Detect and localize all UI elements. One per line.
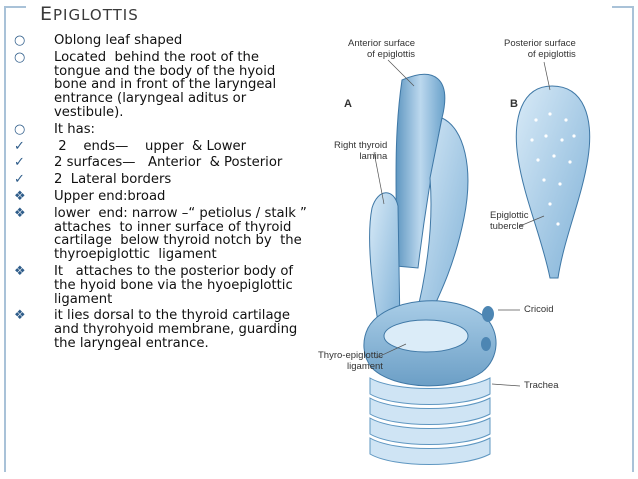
epiglottis-lateral-view — [363, 73, 497, 465]
slide-frame-left — [4, 6, 6, 472]
check-bullet-icon: ✓ — [14, 138, 25, 154]
bullet-text: lower end: narrow –“ petiolus / stalk ” … — [54, 205, 312, 263]
bullet-item: ○ It has: — [8, 121, 308, 137]
bullet-text: 2 surfaces— Anterior & Posterior — [54, 155, 283, 171]
bullet-text: it lies dorsal to the thyroid cartilage … — [54, 308, 302, 351]
anatomy-drawing — [363, 59, 591, 465]
label-trachea: Trachea — [524, 380, 559, 391]
label-view-a: A — [344, 98, 352, 110]
bullet-text: 2 ends— upper & Lower — [54, 138, 247, 154]
slide-title-rest: PIGLOTTIS — [53, 6, 139, 24]
label-view-b: B — [510, 98, 518, 110]
label-anterior-surface: Anterior surface of epiglottis — [348, 38, 416, 60]
bullet-item: ✓ 2 surfaces— Anterior & Posterior — [8, 156, 308, 170]
diamond-bullet-icon: ❖ — [14, 188, 26, 204]
bullet-list: ○ Oblong leaf shaped ○ Located behind the r… — [8, 34, 308, 354]
epiglottis-illustration: Anterior surface of epiglottis Posterior… — [314, 28, 620, 468]
diamond-bullet-icon: ❖ — [14, 205, 26, 221]
bullet-item: ✓ 2 ends— upper & Lower — [8, 138, 308, 154]
bullet-item: ❖ Upper end:broad — [8, 190, 308, 204]
circle-bullet-icon: ○ — [14, 49, 26, 65]
circle-bullet-icon: ○ — [14, 121, 26, 137]
slide-frame-top-right — [612, 6, 634, 8]
bullet-item: ✓ 2 Lateral borders — [8, 173, 308, 187]
diamond-bullet-icon: ❖ — [14, 308, 26, 324]
label-cricoid: Cricoid — [524, 304, 554, 315]
check-bullet-icon: ✓ — [14, 155, 25, 171]
check-bullet-icon: ✓ — [14, 172, 25, 188]
bullet-item: ❖ It attaches to the posterior body of th… — [8, 265, 308, 306]
bullet-text: It attaches to the posterior body of the… — [54, 263, 298, 307]
slide-title: EPIGLOTTIS — [40, 3, 139, 25]
bullet-text: Oblong leaf shaped — [54, 33, 183, 48]
epiglottis-posterior-view — [515, 85, 591, 279]
label-epiglottic-tubercle: Epiglottic tubercle — [490, 210, 529, 232]
bullet-item: ❖ it lies dorsal to the thyroid cartilage… — [8, 309, 308, 350]
bullet-item: ○ Located behind the root of the tongue a… — [8, 49, 308, 120]
circle-bullet-icon: ○ — [14, 33, 26, 48]
label-right-thyroid-lamina: Right thyroid lamina — [334, 140, 388, 162]
bullet-item: ○ Oblong leaf shaped — [8, 34, 308, 48]
slide-frame-right — [632, 6, 634, 472]
slide-frame-top-left — [4, 6, 26, 8]
label-posterior-surface: Posterior surface of epiglottis — [504, 38, 576, 60]
diamond-bullet-icon: ❖ — [14, 263, 26, 279]
bullet-item: ❖ lower end: narrow –“ petiolus / stalk ”… — [8, 205, 312, 263]
bullet-text: Located behind the root of the tongue an… — [54, 49, 281, 120]
bullet-text: 2 Lateral borders — [54, 172, 172, 188]
bullet-text: Upper end:broad — [54, 188, 166, 204]
bullet-text: It has: — [54, 121, 96, 137]
label-thyro-epiglottic-ligament: Thyro-epiglottic ligament — [318, 350, 383, 372]
slide-title-initial: E — [40, 3, 54, 25]
leader-lines — [373, 59, 551, 387]
